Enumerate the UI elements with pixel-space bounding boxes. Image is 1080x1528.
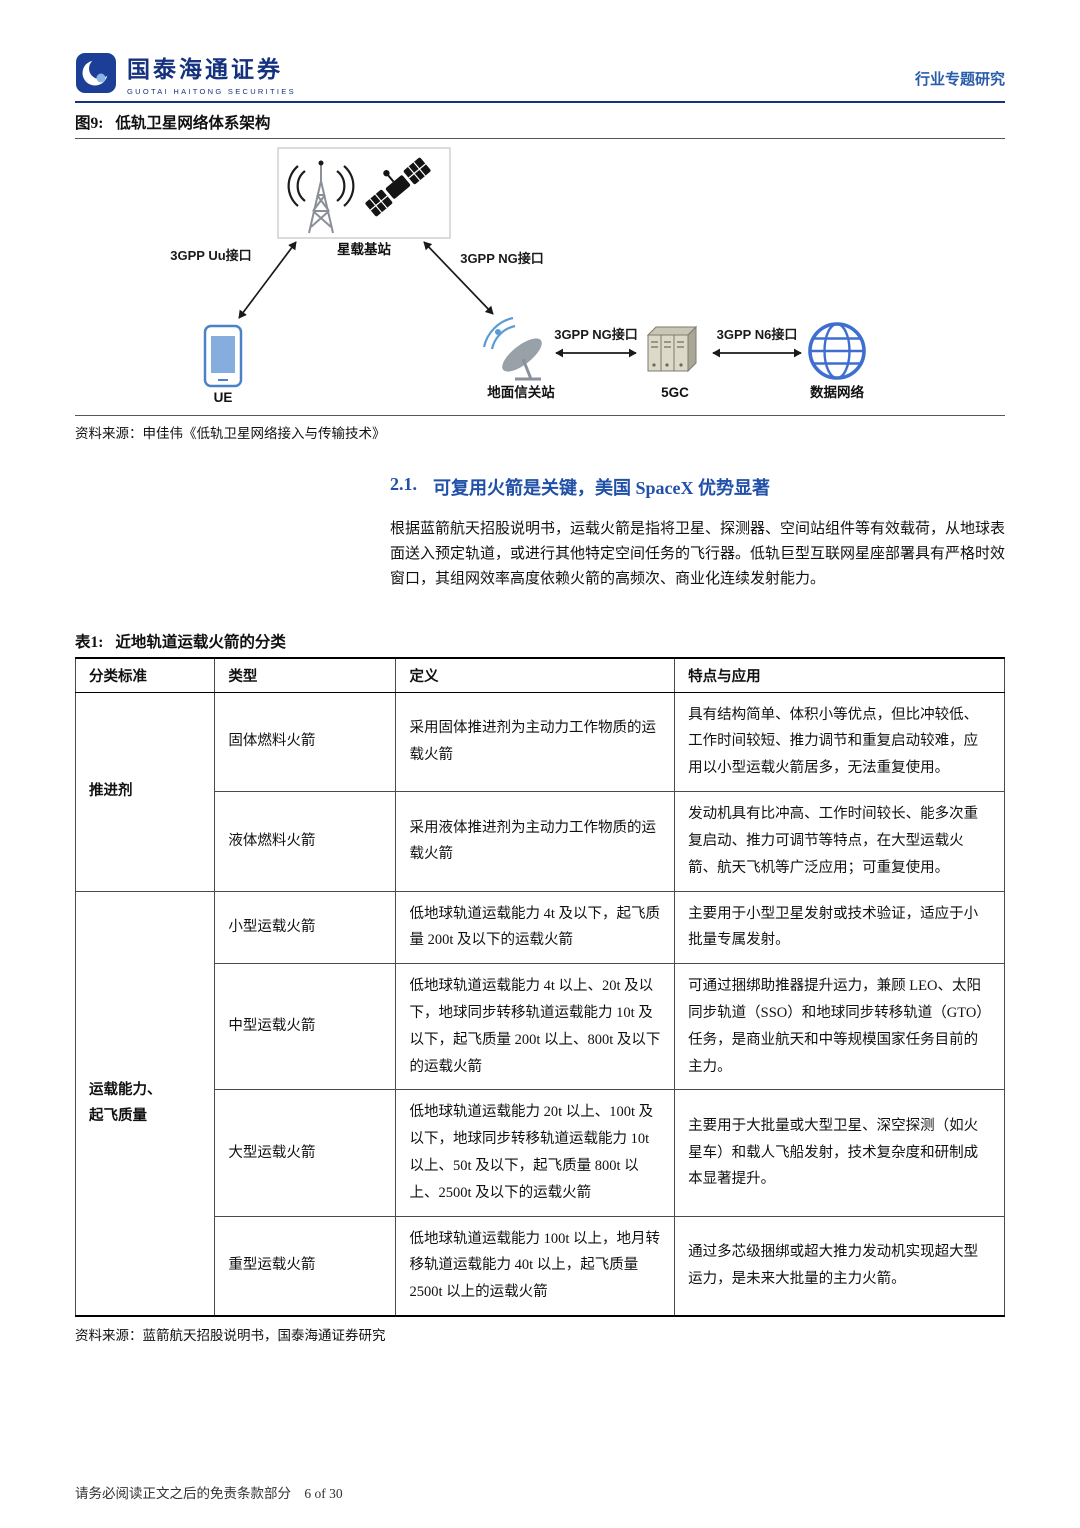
data-network-label: 数据网络 [810,384,864,400]
cell-criterion-capacity: 运载能力、 起飞质量 [74,890,216,1317]
satellite-bs-box [277,147,451,239]
link-satellite-gateway [423,241,494,315]
gateway-dish-icon [482,316,542,381]
cell-type: 重型运载火箭 [214,1215,397,1317]
table-row: 推进剂 固体燃料火箭 采用固体推进剂为主动力工作物质的运载火箭 具有结构简单、体… [74,691,1005,892]
label-n6-interface: 3GPP N6接口 [717,327,798,342]
section-heading-number: 2.1. [390,474,417,494]
col-header-type: 类型 [214,657,397,693]
table1-block: 表1: 近地轨道运载火箭的分类 分类标准 类型 定义 特点与应用 推进剂 固体燃… [74,592,1005,1346]
col-header-definition: 定义 [395,657,676,693]
label-ng-air-interface: 3GPP NG接口 [460,251,544,266]
figure9-title: 图9: 低轨卫星网络体系架构 [75,103,1005,139]
cell-type: 大型运载火箭 [214,1089,397,1217]
figure9-label: 图9: [75,115,104,132]
col-header-criterion: 分类标准 [74,657,216,693]
guotai-haitong-logo-icon [76,53,116,93]
table1-caption: 近地轨道运载火箭的分类 [115,633,286,651]
cell-features: 通过多芯级捆绑或超大推力发动机实现超大型运力，是未来大批量的主力火箭。 [674,1215,1005,1317]
cell-criterion-propellant: 推进剂 [74,691,216,892]
cell-features: 具有结构简单、体积小等优点，但比冲较低、工作时间较短、推力调节和重复启动较难，应… [674,691,1005,793]
page-footer: 请务必阅读正文之后的免责条款部分 6 of 30 [75,1460,1005,1502]
cell-features: 可通过捆绑助推器提升运力，兼顾 LEO、太阳同步轨道（SSO）和地球同步转移轨道… [674,963,1005,1091]
col-header-features: 特点与应用 [674,657,1005,693]
table-row: 重型运载火箭 低地球轨道运载能力 100t 以上，地月转移轨道运载能力 40t … [76,1215,1005,1317]
cell-definition: 低地球轨道运载能力 4t 及以下，起飞质量 200t 及以下的运载火箭 [395,890,676,965]
data-network-globe-icon [808,322,866,380]
cell-definition: 低地球轨道运载能力 100t 以上，地月转移轨道运载能力 40t 以上，起飞质量… [395,1215,676,1317]
ue-label: UE [214,390,233,405]
ue-phone-icon [203,324,243,388]
figure9-caption: 低轨卫星网络体系架构 [115,115,271,132]
table-header-row: 分类标准 类型 定义 特点与应用 [74,657,1005,693]
brand-subtitle: GUOTAI HAITONG SECURITIES [127,87,296,96]
cell-type: 小型运载火箭 [214,890,397,965]
table-row: 中型运载火箭 低地球轨道运载能力 4t 以上、20t 及以下，地球同步转移轨道运… [76,963,1005,1091]
cell-type: 中型运载火箭 [214,963,397,1091]
brand-text: 国泰海通证券 GUOTAI HAITONG SECURITIES [127,50,296,96]
antenna-icon [287,160,355,234]
section-heading-text: 可复用火箭是关键，美国 SpaceX 优势显著 [433,478,770,498]
brand-block: 国泰海通证券 GUOTAI HAITONG SECURITIES [75,50,296,96]
core-label: 5GC [661,385,689,400]
satellite-network-diagram: 3GPP Uu接口 3GPP NG接口 3GPP NG接口 3GPP N6接口 [170,147,866,405]
5gc-server-icon [646,325,698,373]
figure9-source: 资料来源：申佳伟《低轨卫星网络接入与传输技术》 [75,415,1005,444]
cell-features: 主要用于大批量或大型卫星、深空探测（如火星车）和载人飞船发射，技术复杂度和研制成… [674,1089,1005,1217]
footer-page-number: 6 of 30 [304,1486,343,1501]
interface-labels: 3GPP Uu接口 3GPP NG接口 3GPP NG接口 3GPP N6接口 [170,248,797,342]
rocket-classification-table: 分类标准 类型 定义 特点与应用 推进剂 固体燃料火箭 采用固体推进剂为主动力工… [74,656,1005,1318]
table1-label: 表1: [75,633,104,651]
table1-source: 资料来源：蓝箭航天招股说明书，国泰海通证券研究 [75,1328,386,1344]
header-divider [75,101,1005,103]
report-header: 国泰海通证券 GUOTAI HAITONG SECURITIES 行业专题研究 [75,50,1005,96]
cell-definition: 采用固体推进剂为主动力工作物质的运载火箭 [395,691,676,793]
report-category: 行业专题研究 [914,71,1005,88]
diagram-links [238,241,802,358]
label-ng-ground-interface: 3GPP NG接口 [554,327,638,342]
cell-definition: 低地球轨道运载能力 20t 以上、100t 及以下，地球同步转移轨道运载能力 1… [395,1089,676,1217]
satellite-bs-label: 星载基站 [337,241,391,257]
section-heading: 2.1. 可复用火箭是关键，美国 SpaceX 优势显著 [390,474,1005,500]
label-uu-interface: 3GPP Uu接口 [170,248,251,263]
cell-features: 发动机具有比冲高、工作时间较长、能多次重复启动、推力可调节等特点，在大型运载火箭… [674,791,1005,892]
cell-type: 固体燃料火箭 [214,691,397,793]
section-2-1: 2.1. 可复用火箭是关键，美国 SpaceX 优势显著 根据蓝箭航天招股说明书… [390,444,1005,592]
satellite-icon [365,157,431,217]
cell-definition: 低地球轨道运载能力 4t 以上、20t 及以下，地球同步转移轨道运载能力 10t… [395,963,676,1091]
gateway-label: 地面信关站 [487,384,555,400]
footer-disclaimer: 请务必阅读正文之后的免责条款部分 [75,1486,291,1501]
link-ue-satellite [238,241,297,319]
cell-type: 液体燃料火箭 [214,791,397,892]
table-row: 运载能力、 起飞质量 小型运载火箭 低地球轨道运载能力 4t 及以下，起飞质量 … [74,890,1005,1317]
figure9-block: 图9: 低轨卫星网络体系架构 3GPP Uu接口 3GPP NG接口 3GPP … [75,103,1005,444]
section-paragraph: 根据蓝箭航天招股说明书，运载火箭是指将卫星、探测器、空间站组件等有效载荷，从地球… [390,521,1006,587]
table-row: 液体燃料火箭 采用液体推进剂为主动力工作物质的运载火箭 发动机具有比冲高、工作时… [76,791,1005,892]
cell-features: 主要用于小型卫星发射或技术验证，适应于小批量专属发射。 [674,890,1005,965]
brand-name: 国泰海通证券 [127,56,283,82]
table-row: 大型运载火箭 低地球轨道运载能力 20t 以上、100t 及以下，地球同步转移轨… [76,1089,1005,1217]
cell-definition: 采用液体推进剂为主动力工作物质的运载火箭 [395,791,676,892]
table1-title: 表1: 近地轨道运载火箭的分类 [75,622,1005,657]
